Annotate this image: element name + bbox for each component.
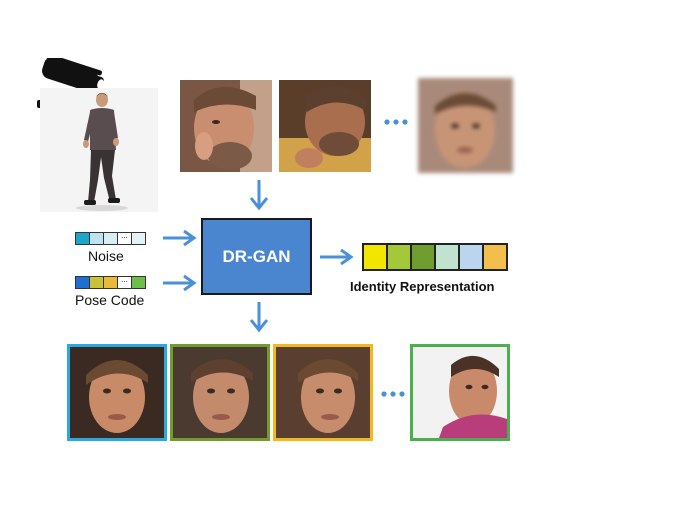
arrow-down-icon xyxy=(249,302,269,333)
input-face-image-blurred xyxy=(418,78,513,173)
pose-code-cell xyxy=(90,276,104,289)
ellipsis-dots xyxy=(384,119,408,125)
pose-code-bar: ... xyxy=(75,276,146,289)
pose-code-label: Pose Code xyxy=(75,292,145,308)
generated-face-image xyxy=(67,344,167,441)
arrow-right-icon xyxy=(163,274,197,292)
arrow-right-icon xyxy=(320,248,354,266)
noise-label: Noise xyxy=(88,248,124,264)
identity-code-cell xyxy=(412,243,436,271)
identity-code-cell xyxy=(460,243,484,271)
identity-representation-bar xyxy=(362,243,508,271)
noise-code-cell xyxy=(104,232,118,245)
dr-gan-block: DR-GAN xyxy=(201,218,312,295)
ellipsis-dots xyxy=(381,391,405,397)
pose-code-cell xyxy=(104,276,118,289)
arrow-down-icon xyxy=(249,180,269,211)
generated-face-image xyxy=(170,344,270,441)
dr-gan-label: DR-GAN xyxy=(222,246,291,266)
arrow-right-icon xyxy=(163,229,197,247)
noise-code-cell xyxy=(132,232,146,245)
noise-code-cell xyxy=(75,232,90,245)
pose-code-cell xyxy=(132,276,146,289)
generated-face-image xyxy=(273,344,373,441)
identity-code-cell xyxy=(436,243,460,271)
identity-code-cell xyxy=(362,243,388,271)
input-face-image xyxy=(180,80,272,172)
generated-face-image xyxy=(410,344,510,441)
pose-code-cell xyxy=(75,276,90,289)
identity-code-cell xyxy=(388,243,412,271)
walking-person-image xyxy=(40,88,158,212)
pose-code-cell: ... xyxy=(118,276,132,289)
noise-code-bar: ... xyxy=(75,232,146,245)
noise-code-cell: ... xyxy=(118,232,132,245)
identity-code-cell xyxy=(484,243,508,271)
input-face-image xyxy=(279,80,371,172)
noise-code-cell xyxy=(90,232,104,245)
identity-representation-label: Identity Representation xyxy=(350,279,495,294)
